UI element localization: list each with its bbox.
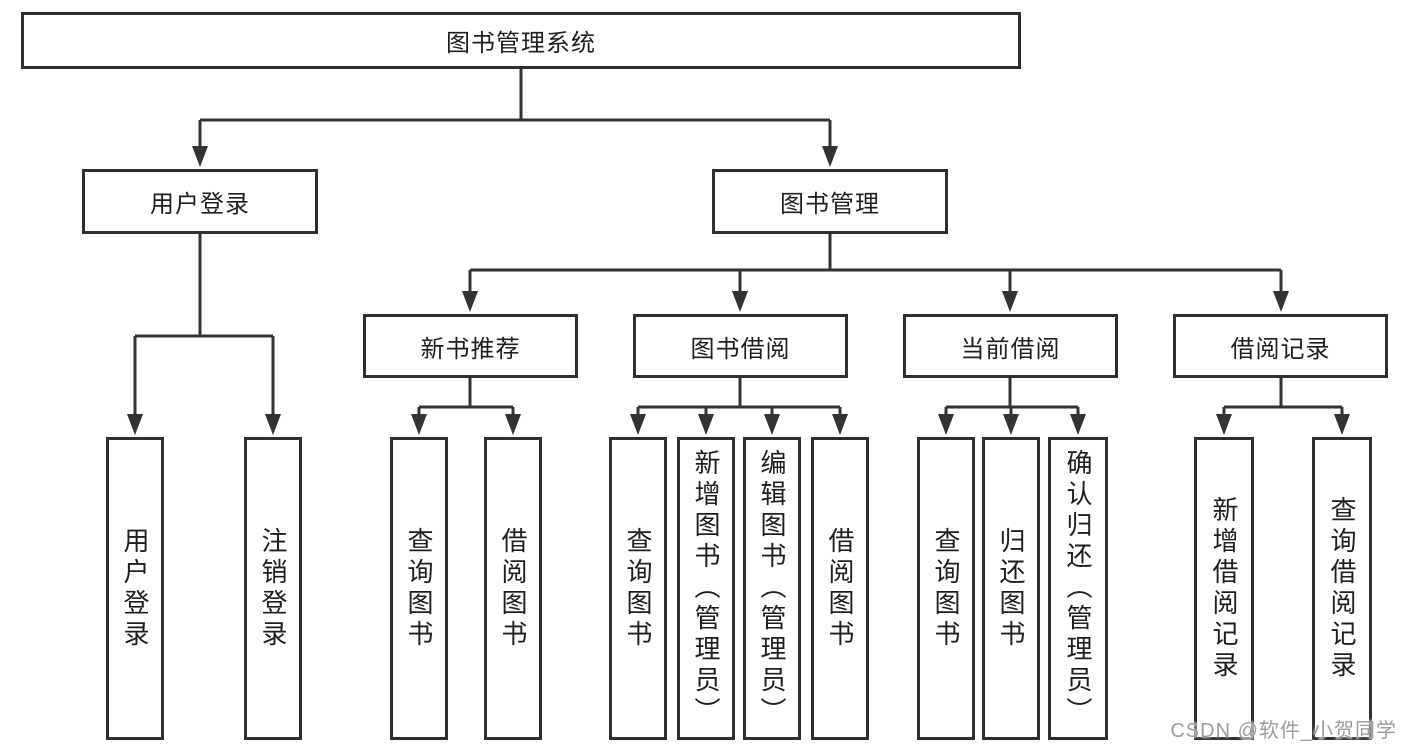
leaf-br-query-record: 查询借阅记录 bbox=[1312, 437, 1372, 740]
leaf-cb-return-book-label: 归还图书 bbox=[996, 526, 1026, 651]
arrowhead bbox=[822, 146, 838, 167]
node-root-label: 图书管理系统 bbox=[446, 30, 596, 57]
leaf-bb-add-book-label: 新增图书（管理员） bbox=[691, 449, 721, 728]
node-borrow-record: 借阅记录 bbox=[1173, 314, 1388, 378]
node-user-login-label: 用户登录 bbox=[150, 191, 250, 218]
leaf-nbr-query-book-label: 查询图书 bbox=[404, 526, 434, 651]
arrowhead bbox=[630, 414, 646, 435]
leaf-br-query-record-label: 查询借阅记录 bbox=[1327, 495, 1357, 682]
node-book-borrow-label: 图书借阅 bbox=[690, 335, 791, 363]
arrowhead bbox=[1334, 414, 1350, 435]
node-current-borrow: 当前借阅 bbox=[903, 314, 1118, 378]
arrowhead bbox=[732, 291, 748, 312]
leaf-cb-confirm-return-label: 确认归还（管理员） bbox=[1063, 449, 1093, 728]
node-user-login: 用户登录 bbox=[82, 169, 318, 234]
arrowhead bbox=[832, 414, 848, 435]
leaf-logout-label: 注销登录 bbox=[258, 526, 288, 651]
arrowhead bbox=[1070, 414, 1086, 435]
leaf-user-login-label: 用户登录 bbox=[120, 526, 150, 651]
arrowhead bbox=[462, 291, 478, 312]
arrowhead bbox=[1002, 291, 1018, 312]
leaf-nbr-borrow-book: 借阅图书 bbox=[484, 437, 542, 740]
arrowhead bbox=[265, 414, 281, 435]
leaf-bb-borrow-book-label: 借阅图书 bbox=[825, 526, 855, 651]
arrowheads bbox=[127, 146, 1350, 435]
leaf-cb-query-book-label: 查询图书 bbox=[931, 526, 961, 651]
arrowhead bbox=[938, 414, 954, 435]
leaf-logout: 注销登录 bbox=[244, 437, 302, 740]
arrowhead bbox=[1273, 291, 1289, 312]
leaf-bb-edit-book: 编辑图书（管理员） bbox=[743, 437, 801, 740]
leaf-cb-return-book: 归还图书 bbox=[982, 437, 1040, 740]
node-new-book-recommend-label: 新书推荐 bbox=[420, 335, 521, 363]
leaf-bb-borrow-book: 借阅图书 bbox=[811, 437, 869, 740]
leaf-user-login: 用户登录 bbox=[106, 437, 164, 740]
leaf-bb-query-book-label: 查询图书 bbox=[623, 526, 653, 651]
csdn-watermark: CSDN @软件_小贺同学 bbox=[1170, 720, 1397, 742]
arrowhead bbox=[127, 414, 143, 435]
node-new-book-recommend: 新书推荐 bbox=[363, 314, 578, 378]
arrowhead bbox=[698, 414, 714, 435]
node-current-borrow-label: 当前借阅 bbox=[960, 335, 1061, 363]
arrowhead bbox=[505, 414, 521, 435]
node-book-management: 图书管理 bbox=[712, 169, 948, 234]
leaf-nbr-query-book: 查询图书 bbox=[390, 437, 448, 740]
node-book-management-label: 图书管理 bbox=[780, 191, 880, 218]
arrowhead bbox=[411, 414, 427, 435]
leaf-bb-add-book: 新增图书（管理员） bbox=[677, 437, 735, 740]
node-root: 图书管理系统 bbox=[21, 12, 1021, 69]
leaf-cb-query-book: 查询图书 bbox=[917, 437, 975, 740]
leaf-bb-query-book: 查询图书 bbox=[609, 437, 667, 740]
arrowhead bbox=[192, 146, 208, 167]
leaf-nbr-borrow-book-label: 借阅图书 bbox=[498, 526, 528, 651]
leaf-br-add-record-label: 新增借阅记录 bbox=[1209, 495, 1239, 682]
leaf-br-add-record: 新增借阅记录 bbox=[1194, 437, 1254, 740]
leaf-bb-edit-book-label: 编辑图书（管理员） bbox=[757, 449, 787, 728]
arrowhead bbox=[764, 414, 780, 435]
node-borrow-record-label: 借阅记录 bbox=[1230, 335, 1331, 363]
leaf-cb-confirm-return: 确认归还（管理员） bbox=[1048, 437, 1108, 740]
arrowhead bbox=[1216, 414, 1232, 435]
node-book-borrow: 图书借阅 bbox=[633, 314, 848, 378]
arrowhead bbox=[1003, 414, 1019, 435]
